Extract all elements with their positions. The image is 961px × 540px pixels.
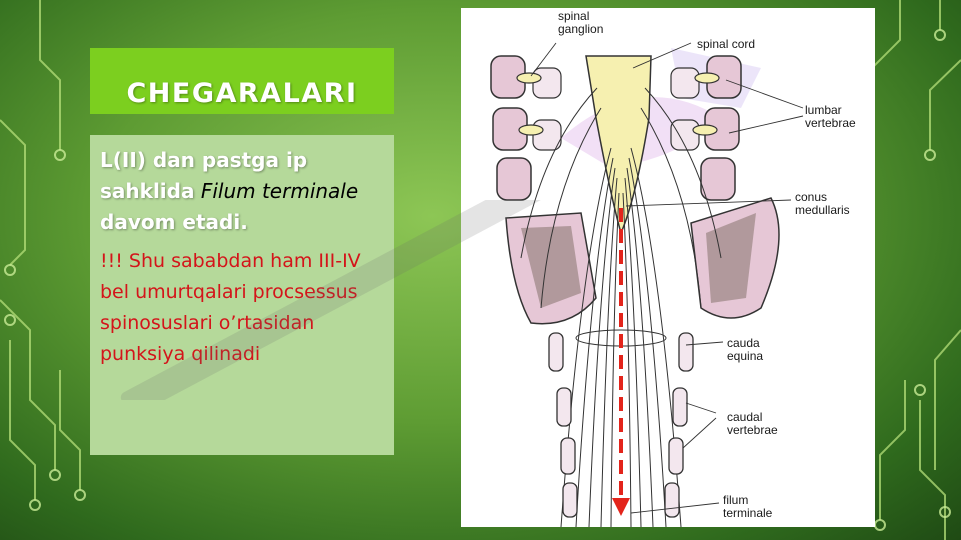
paragraph-warning: !!! Shu sababdan ham III-IV bel umurtqal… — [100, 250, 361, 365]
paragraph1-part-a: L(II) dan pastga ip sahklida — [100, 148, 308, 203]
paragraph-filum: L(II) dan pastga ip sahklida Filum termi… — [100, 145, 384, 238]
paragraph1-part-d: . — [240, 210, 248, 234]
label-spinal-cord: spinal cord — [697, 37, 756, 51]
paragraph1-part-c: davom etadi — [100, 210, 241, 234]
paragraph1-part-b: Filum terminale — [200, 179, 359, 203]
content-box: L(II) dan pastga ip sahklida Filum termi… — [90, 135, 394, 455]
red-dashed-arrow-icon — [612, 208, 630, 516]
slide-title: CHEGARALARI — [126, 78, 358, 109]
title-box: CHEGARALARI — [90, 48, 394, 114]
spine-diagram — [490, 42, 804, 527]
